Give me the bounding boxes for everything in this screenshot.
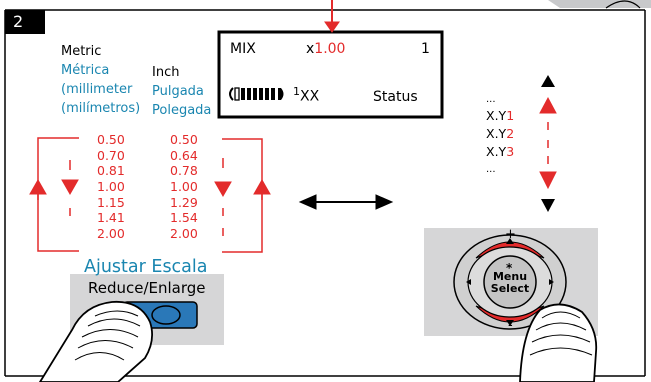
scale-indicator-arrow [324, 0, 340, 33]
scroll-arrows [539, 75, 557, 212]
lcd-scale-prefix: x [306, 41, 315, 57]
lcd-status: Status [373, 89, 418, 105]
inch-cycle-bracket [214, 138, 271, 253]
lcd-xx: 1XX [293, 85, 319, 105]
scale-list-top-dots: ... [486, 94, 496, 105]
inch-value: 1.00 [170, 179, 198, 195]
inch-value: 1.29 [170, 194, 198, 210]
lcd-xx-text: XX [300, 88, 320, 105]
pulgada-label: Pulgada [152, 84, 204, 99]
millimeter-label: (millimeter [61, 82, 133, 97]
dial-plus: + [505, 227, 516, 242]
polegada-label: Polegada [152, 103, 212, 118]
milimetros-label: (milímetros) [61, 101, 141, 116]
lcd-bar-icon [229, 87, 284, 101]
scale-list-item: X.Y1 [486, 108, 515, 123]
lcd-xx-superscript: 1 [293, 85, 300, 98]
top-right-tab [548, 0, 651, 8]
metric-value: 2.00 [97, 226, 125, 242]
metric-values-column: 0.50 0.70 0.81 1.00 1.15 1.41 2.00 [97, 132, 141, 242]
inch-label: Inch [152, 65, 180, 80]
inch-value: 0.64 [170, 147, 198, 163]
metric-value: 0.70 [97, 147, 125, 163]
inch-value: 0.50 [170, 132, 198, 147]
metric-value: 1.15 [97, 194, 125, 210]
scale-list-item: X.Y2 [486, 126, 515, 141]
dial-select-label[interactable]: Select [490, 282, 530, 295]
inch-value: 1.54 [170, 210, 198, 226]
scale-list-item: X.Y3 [486, 144, 515, 159]
dial-star: * [506, 261, 513, 275]
button-label-es: Ajustar Escala [84, 257, 208, 277]
dial-menu-label[interactable]: Menu [492, 270, 528, 283]
inch-value: 0.78 [170, 163, 198, 179]
metric-value: 0.50 [97, 132, 125, 147]
metric-value: 1.41 [97, 210, 125, 226]
metric-cycle-bracket [29, 137, 79, 252]
lcd-display [217, 30, 444, 119]
metric-value: 0.81 [97, 163, 125, 179]
metric-label: Metric [61, 44, 102, 59]
menu-select-dial [453, 234, 567, 330]
dial-minus: - [508, 318, 513, 333]
metrica-label: Métrica [61, 63, 110, 78]
button-label-en: Reduce/Enlarge [88, 279, 206, 297]
inch-values-column: 0.50 0.64 0.78 1.00 1.29 1.54 2.00 [170, 132, 214, 242]
finger-right-icon [519, 303, 598, 382]
finger-left-icon [38, 300, 154, 382]
metric-value: 1.00 [97, 179, 125, 195]
lcd-scale: x1.00 [306, 41, 345, 57]
inch-value: 2.00 [170, 226, 198, 242]
double-arrow-icon [298, 194, 394, 210]
lcd-count: 1 [421, 41, 430, 57]
step-number: 2 [5, 10, 45, 34]
lcd-scale-value: 1.00 [314, 41, 346, 57]
scale-list-bottom-dots: ... [486, 164, 496, 175]
lcd-mode: MIX [230, 41, 256, 57]
